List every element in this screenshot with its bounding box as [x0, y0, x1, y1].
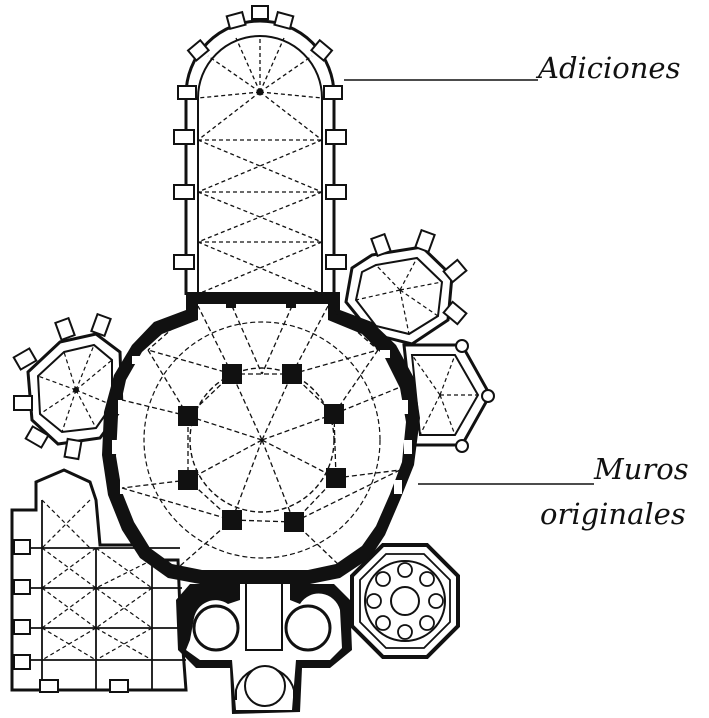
original-walls-label-line1: Muros — [594, 452, 689, 486]
added-southwest-annex — [10, 468, 188, 693]
original-walls — [102, 292, 420, 714]
added-northeast-chapel — [344, 228, 468, 346]
added-west-chapel — [12, 312, 124, 461]
rotunda-vault — [121, 296, 401, 567]
original-walls-label-line2: originales — [540, 497, 686, 531]
additions-label: Adiciones — [538, 51, 681, 85]
added-southeast-chapel — [350, 543, 460, 659]
added-choir — [173, 5, 347, 295]
annotation-leaders — [344, 79, 594, 485]
